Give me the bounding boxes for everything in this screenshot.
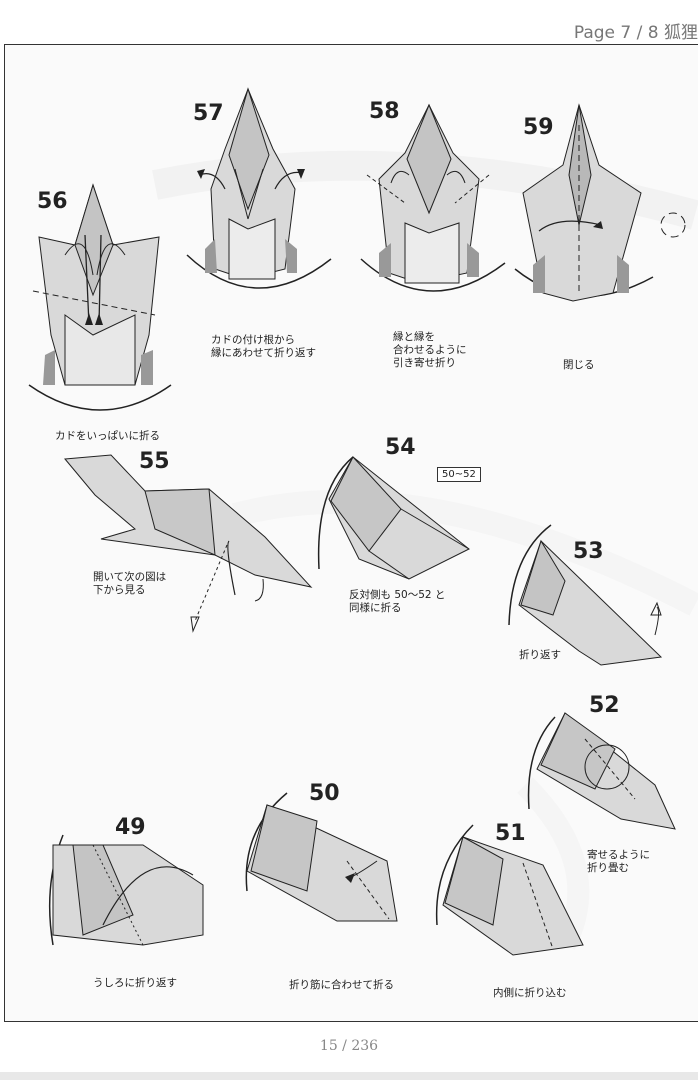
step-caption: 反対側も 50～52 と 同様に折る: [349, 589, 446, 614]
step-56-figure: [28, 183, 172, 411]
step-caption: 縁と縁を 合わせるように 引き寄せ折り: [393, 331, 467, 369]
step-52-figure: [527, 712, 676, 830]
step-50: 50 折り筋に合わせて折る: [237, 781, 407, 991]
step-51-figure: [435, 824, 584, 956]
step-number: 49: [115, 815, 146, 840]
step-caption: 開いて次の図は 下から見る: [93, 571, 167, 596]
step-59-figure: [514, 103, 686, 302]
step-number: 52: [589, 693, 620, 718]
step-caption: カドの付け根から 縁にあわせて折り返す: [211, 334, 316, 359]
step-59: 59 閉じる: [513, 103, 698, 385]
step-54: 54 50~52 反対側も 50～52 と 同様に折る: [309, 429, 499, 629]
step-caption: 内側に折り込む: [493, 987, 567, 999]
step-51: 51 内側に折り込む: [433, 815, 603, 1015]
step-57: 57 カドの付け根から 縁にあわせて折り返す: [185, 87, 335, 359]
step-caption: 折り返す: [519, 649, 561, 661]
step-number: 53: [573, 539, 604, 564]
diagram-page: 56 カドをいっぱいに折る 57: [4, 44, 698, 1022]
step-number: 50: [309, 781, 340, 806]
step-54-figure: [317, 456, 470, 580]
step-57-figure: [186, 87, 332, 289]
step-53: 53 折り返す: [501, 515, 671, 675]
step-number: 56: [37, 189, 68, 214]
bottom-bar: [0, 1072, 698, 1080]
page-counter: 15 / 236: [319, 1038, 379, 1054]
step-caption: カドをいっぱいに折る: [55, 430, 160, 442]
step-caption: 閉じる: [563, 359, 595, 371]
step-caption: 寄せるように 折り畳む: [587, 849, 650, 874]
step-caption: 折り筋に合わせて折る: [289, 979, 394, 991]
step-49-figure: [48, 834, 204, 946]
step-55: 55 開いて次の図は 下から見る: [64, 445, 315, 675]
page-indicator: Page 7 / 8 狐狸: [573, 23, 698, 43]
step-number: 55: [139, 449, 170, 474]
step-50-figure: [245, 792, 398, 922]
step-number: 59: [523, 115, 554, 140]
step-number: 57: [193, 101, 224, 126]
step-number: 51: [495, 821, 526, 846]
step-58-figure: [360, 103, 506, 292]
step-number: 58: [369, 99, 400, 124]
step-56: 56 カドをいっぱいに折る: [25, 183, 175, 445]
step-49: 49 うしろに折り返す: [43, 805, 213, 995]
step-53-figure: [508, 524, 663, 666]
step-58: 58 縁と縁を 合わせるように 引き寄せ折り: [359, 93, 509, 373]
step-caption: うしろに折り返す: [93, 977, 177, 989]
step-55-figure: [64, 454, 313, 633]
step-52: 52 寄せるように 折り畳む: [525, 689, 695, 889]
reference-box: 50~52: [437, 467, 481, 482]
step-number: 54: [385, 435, 416, 460]
